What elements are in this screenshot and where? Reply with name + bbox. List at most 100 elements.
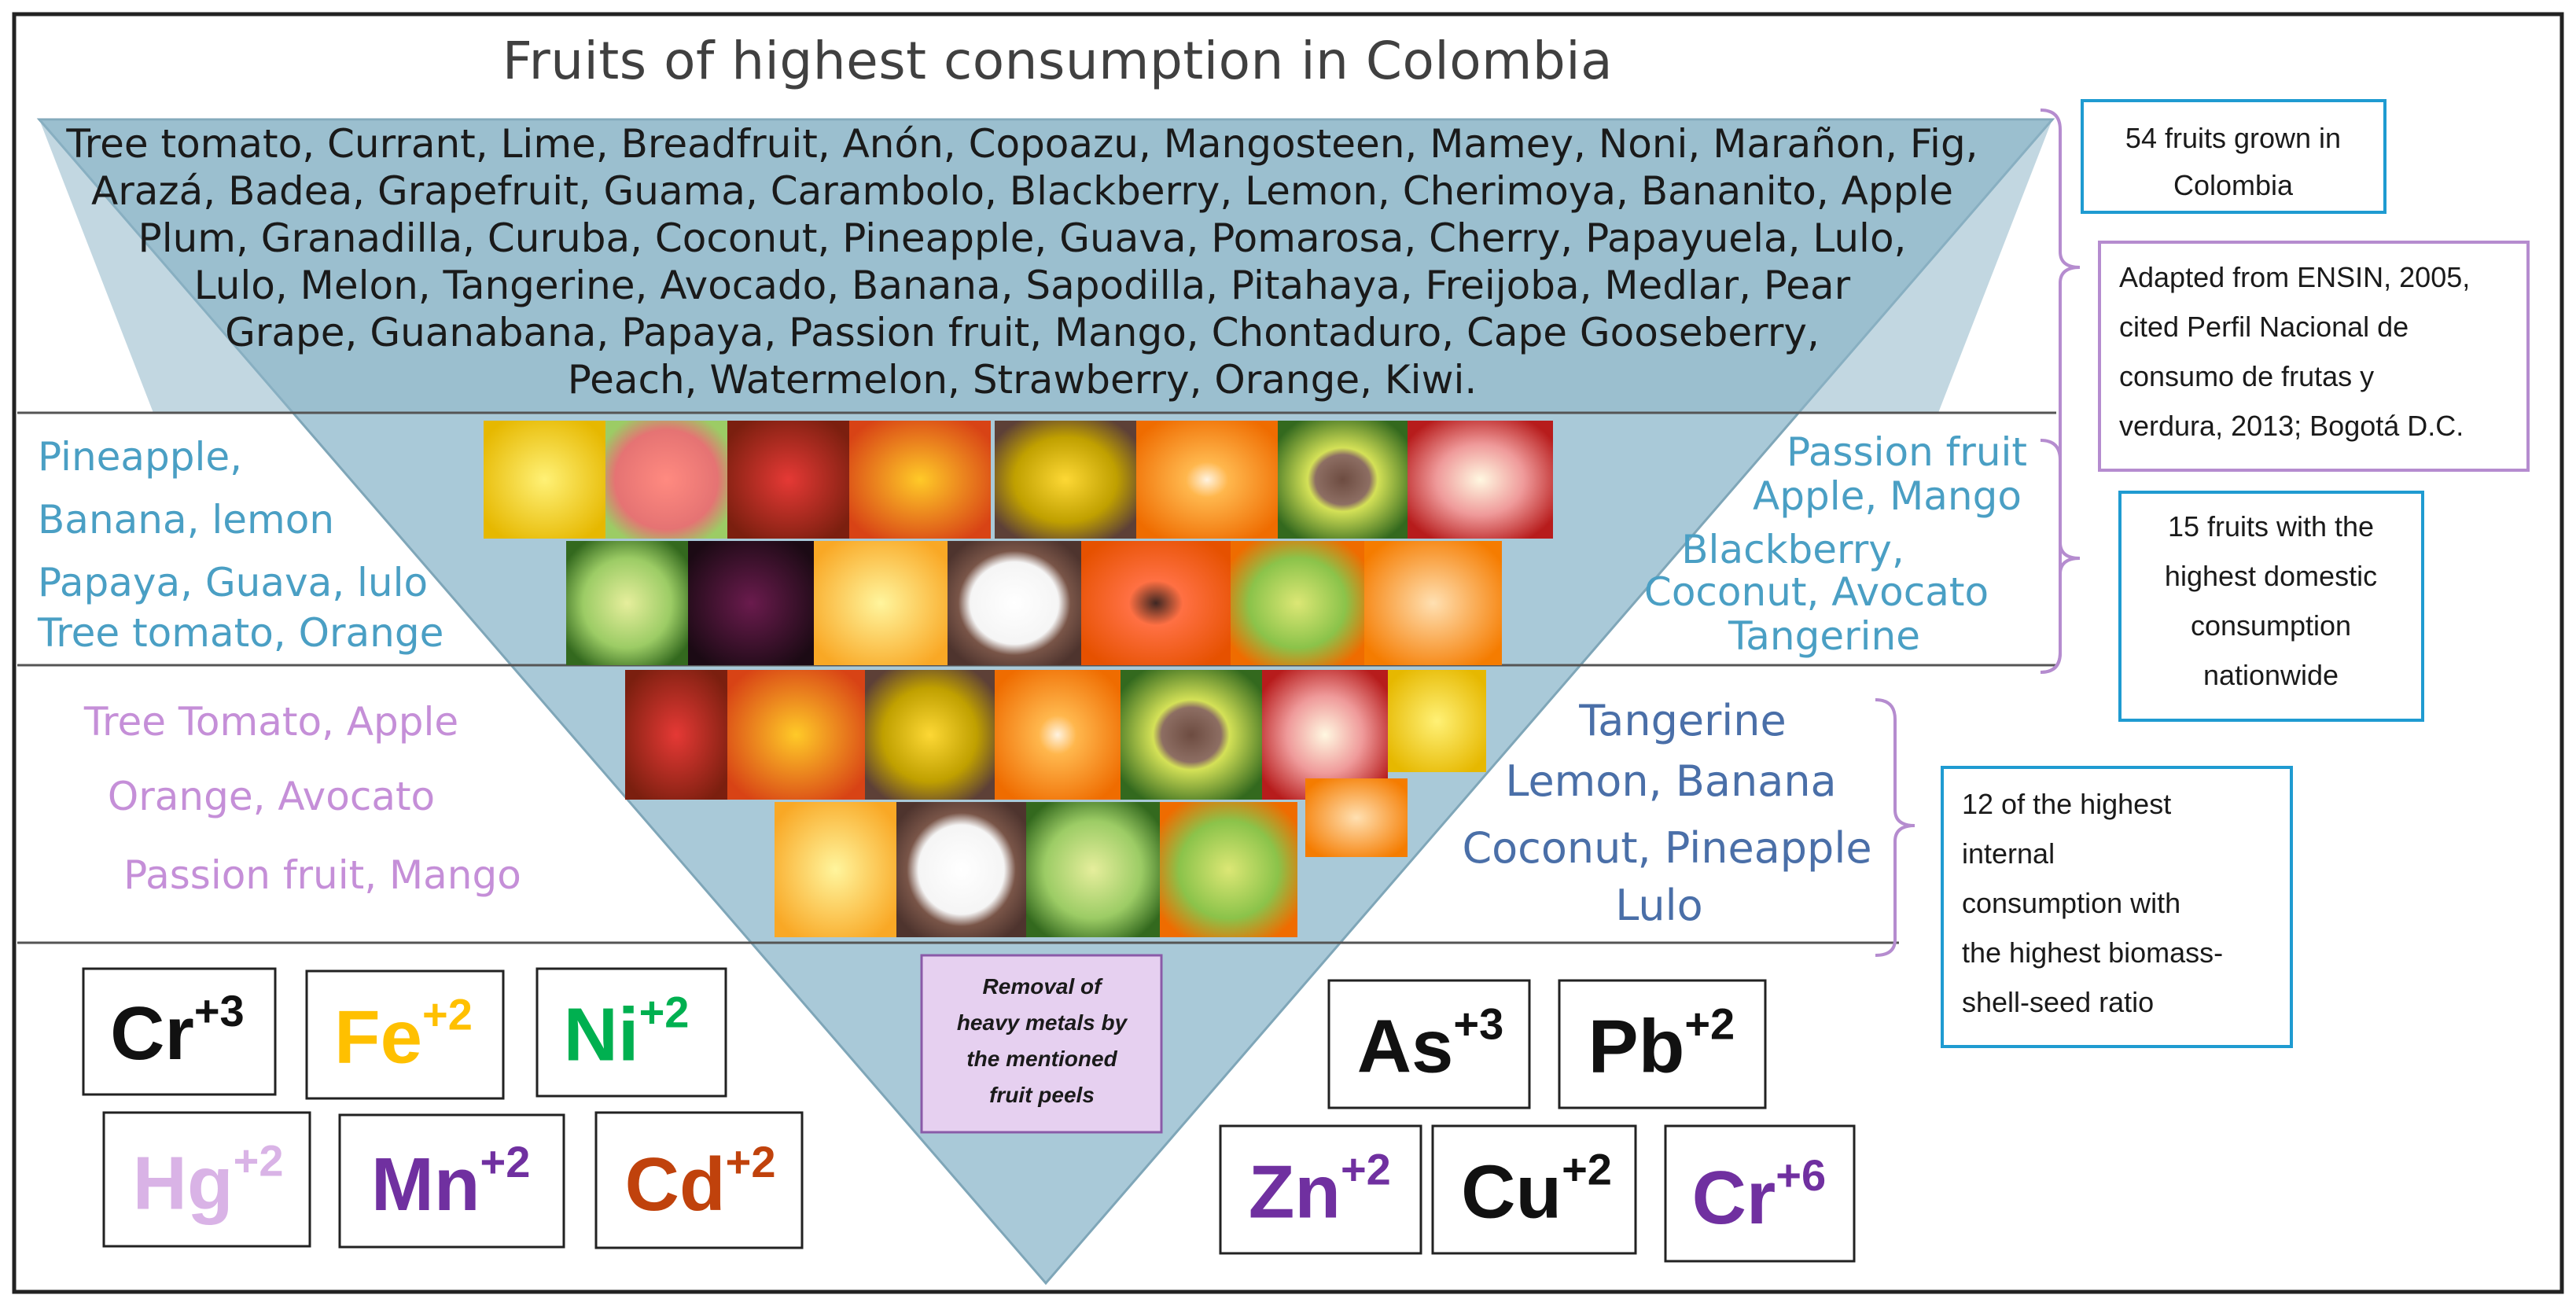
blackberry-photo	[688, 541, 814, 665]
lime-photo	[1026, 802, 1160, 937]
guava-photo	[605, 421, 727, 539]
metal-ion-label: Pb+2	[1588, 999, 1735, 1089]
tier3-left-line: Tree Tomato, Apple	[83, 699, 458, 745]
removal-line: Removal of	[983, 974, 1104, 999]
removal-line: heavy metals by	[957, 1010, 1128, 1035]
metal-charge: +2	[422, 990, 473, 1039]
figure-border	[12, 12, 2564, 1294]
note-line: consumption	[2191, 609, 2351, 642]
metal-ion-label: As+3	[1357, 999, 1504, 1089]
metal-ion-left-fe2: Fe+2	[305, 969, 505, 1100]
note-line: 15 fruits with the	[2168, 510, 2374, 543]
metal-charge: +2	[480, 1137, 531, 1186]
metal-ion-label: Cr+6	[1692, 1150, 1827, 1240]
lime-photo	[566, 541, 688, 665]
tangerine-photo	[1364, 541, 1502, 665]
tier1-line: Plum, Granadilla, Curuba, Coconut, Pinea…	[138, 215, 1907, 261]
note-line: Colombia	[2173, 169, 2294, 201]
tier3-right-line: Lemon, Banana	[1505, 756, 1836, 806]
tier1-line: Peach, Watermelon, Strawberry, Orange, K…	[568, 357, 1478, 403]
note-line: nationwide	[2203, 659, 2339, 691]
apple-photo	[1408, 421, 1553, 539]
tier3-brace	[1875, 698, 1915, 957]
avocado-photo	[1121, 670, 1262, 800]
metal-ion-right-cr6: Cr+6	[1664, 1124, 1856, 1263]
metal-ion-right-cu2: Cu+2	[1431, 1124, 1637, 1255]
tree-tomato-photo	[625, 670, 727, 800]
tier3-right-line: Lulo	[1615, 881, 1702, 930]
metal-ion-box	[102, 1111, 311, 1248]
note-line: Adapted from ENSIN, 2005,	[2119, 261, 2470, 293]
note-line: consumo de frutas y	[2119, 360, 2374, 392]
metal-charge: +2	[1684, 999, 1735, 1049]
note-line: 54 fruits grown in	[2125, 122, 2341, 154]
banana-photo	[484, 421, 605, 539]
tier2-fruit-photos	[484, 421, 1553, 665]
metal-symbol: Hg	[133, 1141, 234, 1225]
tier2-left-line: Papaya, Guava, lulo	[38, 560, 428, 605]
tier1-line: Grape, Guanabana, Papaya, Passion fruit,…	[225, 310, 1820, 355]
tier2-right-line: Tangerine	[1728, 613, 1920, 659]
metal-symbol: Cr	[110, 991, 194, 1076]
metal-symbol: Cd	[625, 1142, 726, 1227]
metal-ion-box	[1664, 1124, 1856, 1263]
tree-tomato-photo	[727, 421, 849, 539]
tier1-note-box: 54 fruits grown in Colombia	[2081, 99, 2386, 214]
tier2-left-line: Pineapple,	[38, 434, 242, 480]
note-line: internal	[1962, 837, 2055, 870]
tier1-line: Arazá, Badea, Grapefruit, Guama, Carambo…	[91, 168, 1953, 214]
metal-symbol: Cu	[1461, 1150, 1562, 1234]
metal-ion-box	[305, 969, 505, 1100]
metal-ion-right-zn2: Zn+2	[1219, 1124, 1422, 1255]
metal-symbol: Zn	[1249, 1150, 1341, 1234]
metal-ion-label: Mn+2	[371, 1137, 530, 1227]
removal-line: the mentioned	[966, 1047, 1117, 1071]
removal-line: fruit peels	[989, 1083, 1095, 1107]
tier3-right-text: Tangerine Lemon, Banana Coconut, Pineapp…	[1462, 696, 1871, 930]
note-line: cited Perfil Nacional de	[2119, 311, 2409, 343]
tier2-right-text: Passion fruit Apple, Mango Blackberry, C…	[1644, 429, 2027, 659]
metal-ion-left-ni2: Ni+2	[535, 967, 727, 1098]
metal-symbol: Cr	[1692, 1156, 1776, 1240]
tier2-right-line: Blackberry,	[1681, 527, 1904, 572]
tier1-line: Lulo, Melon, Tangerine, Avocado, Banana,…	[194, 263, 1851, 308]
metal-symbol: Pb	[1588, 1005, 1685, 1089]
tier2-brace	[2040, 439, 2081, 674]
metal-ion-label: Cd+2	[625, 1137, 776, 1227]
tier2-right-line: Passion fruit	[1787, 429, 2027, 475]
metal-ion-left-hg2: Hg+2	[102, 1111, 311, 1248]
avocado-photo	[1278, 421, 1408, 539]
note-line: verdura, 2013; Bogotá D.C.	[2119, 410, 2464, 442]
metal-symbol: Mn	[371, 1142, 480, 1227]
tier1-shading	[39, 120, 2052, 413]
metal-ion-left-mn2: Mn+2	[338, 1113, 565, 1249]
metal-ion-label: Ni+2	[564, 988, 690, 1077]
orange-photo	[1136, 421, 1278, 539]
pineapple-photo	[775, 802, 896, 937]
metal-ion-label: Cr+3	[110, 986, 245, 1076]
coconut-photo	[948, 541, 1081, 665]
tier1-line: Tree tomato, Currant, Lime, Breadfruit, …	[65, 121, 1978, 167]
mango-photo	[727, 670, 865, 800]
tier2-note-box: 15 fruits with the highest domestic cons…	[2118, 491, 2424, 722]
metal-ion-box	[82, 967, 277, 1096]
passion-fruit-photo	[865, 670, 995, 800]
metal-symbol: Ni	[564, 993, 639, 1077]
passion-fruit-photo	[995, 421, 1136, 539]
tier3-note-box: 12 of the highest internal consumption w…	[1941, 766, 2293, 1048]
metal-ion-box	[1558, 979, 1767, 1109]
note-line: consumption with	[1962, 887, 2180, 919]
source-note-box: Adapted from ENSIN, 2005, cited Perfil N…	[2098, 241, 2530, 472]
metal-ion-box	[1431, 1124, 1637, 1255]
metal-ion-right-pb2: Pb+2	[1558, 979, 1767, 1109]
tier2-left-text: Pineapple, Banana, lemon Papaya, Guava, …	[37, 434, 443, 656]
metal-charge: +2	[1562, 1145, 1612, 1194]
metal-charge: +2	[726, 1137, 776, 1186]
metal-ion-box	[1327, 979, 1531, 1109]
tangerine-photo	[1305, 778, 1408, 857]
note-line: the highest biomass-	[1962, 936, 2223, 969]
metal-symbol: Fe	[334, 995, 422, 1080]
note-line: shell-seed ratio	[1962, 986, 2154, 1018]
tier3-fruit-photos	[625, 670, 1486, 937]
